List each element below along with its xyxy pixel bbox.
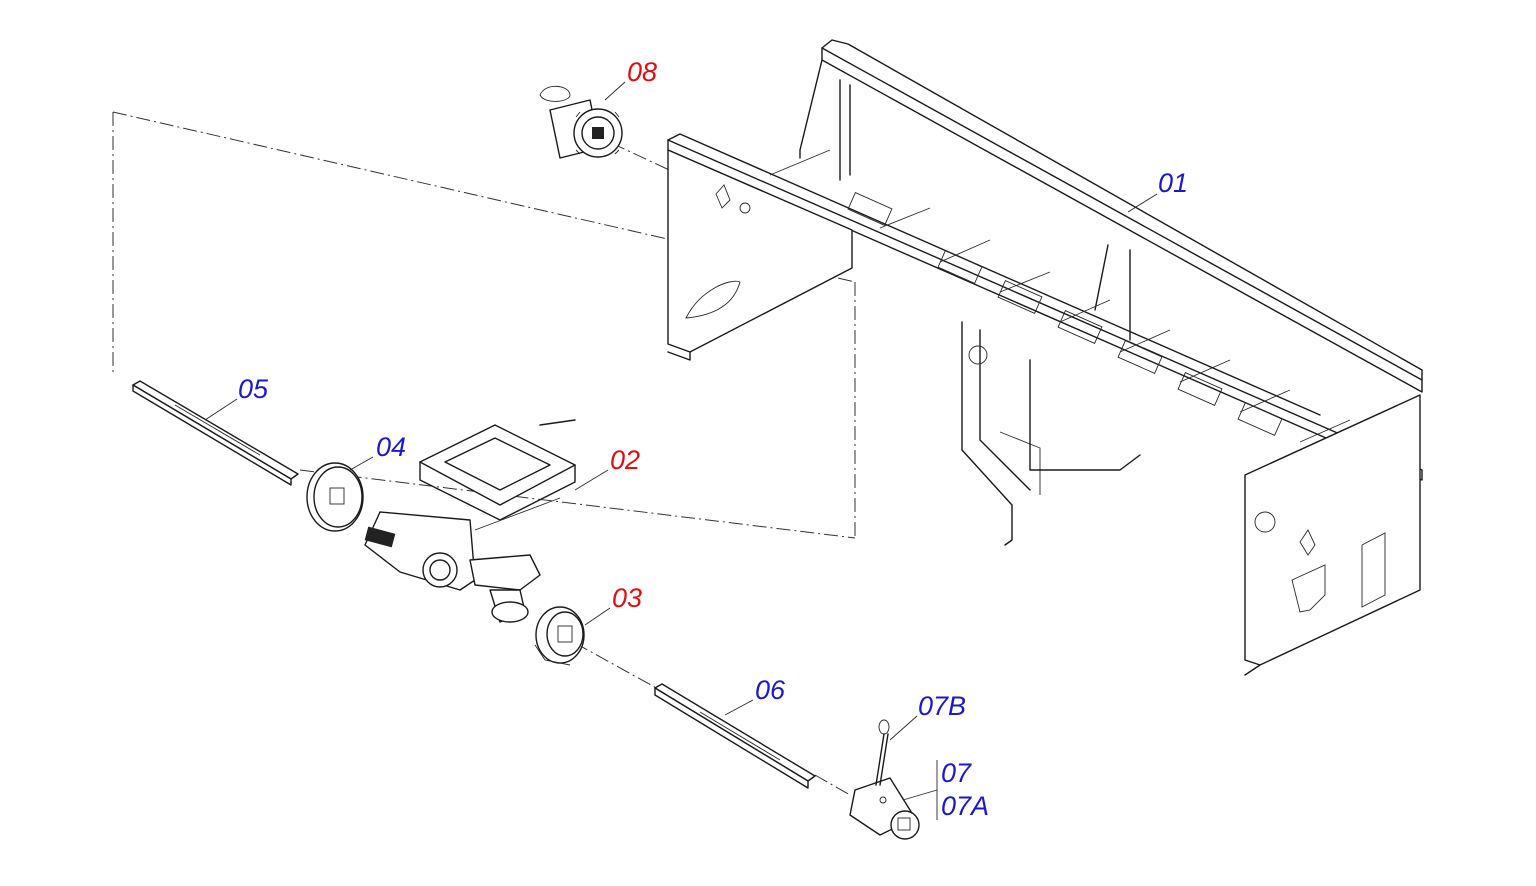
washer-part-03 [534, 606, 585, 666]
sprocket-part-08 [539, 85, 623, 159]
part-label-04: 04 [376, 432, 407, 462]
frame-part-01 [667, 39, 1423, 676]
leader-lines [204, 81, 1158, 820]
part-label-06: 06 [755, 675, 786, 705]
gearbox-part-02 [364, 419, 576, 623]
part-label-02: 02 [610, 445, 641, 475]
part-label-07: 07 [941, 758, 972, 788]
part-label-03: 03 [612, 583, 643, 613]
rod-part-05 [132, 380, 299, 486]
part-label-08: 08 [627, 57, 658, 87]
part-label-07a: 07A [941, 791, 990, 821]
disc-part-04 [306, 462, 364, 532]
sleeve-part-07 [849, 777, 920, 840]
rod-part-06 [654, 683, 816, 789]
part-label-07b: 07B [918, 691, 967, 721]
pin-part-07b [875, 719, 890, 786]
part-label-01: 01 [1158, 168, 1189, 198]
part-label-05: 05 [238, 374, 269, 404]
